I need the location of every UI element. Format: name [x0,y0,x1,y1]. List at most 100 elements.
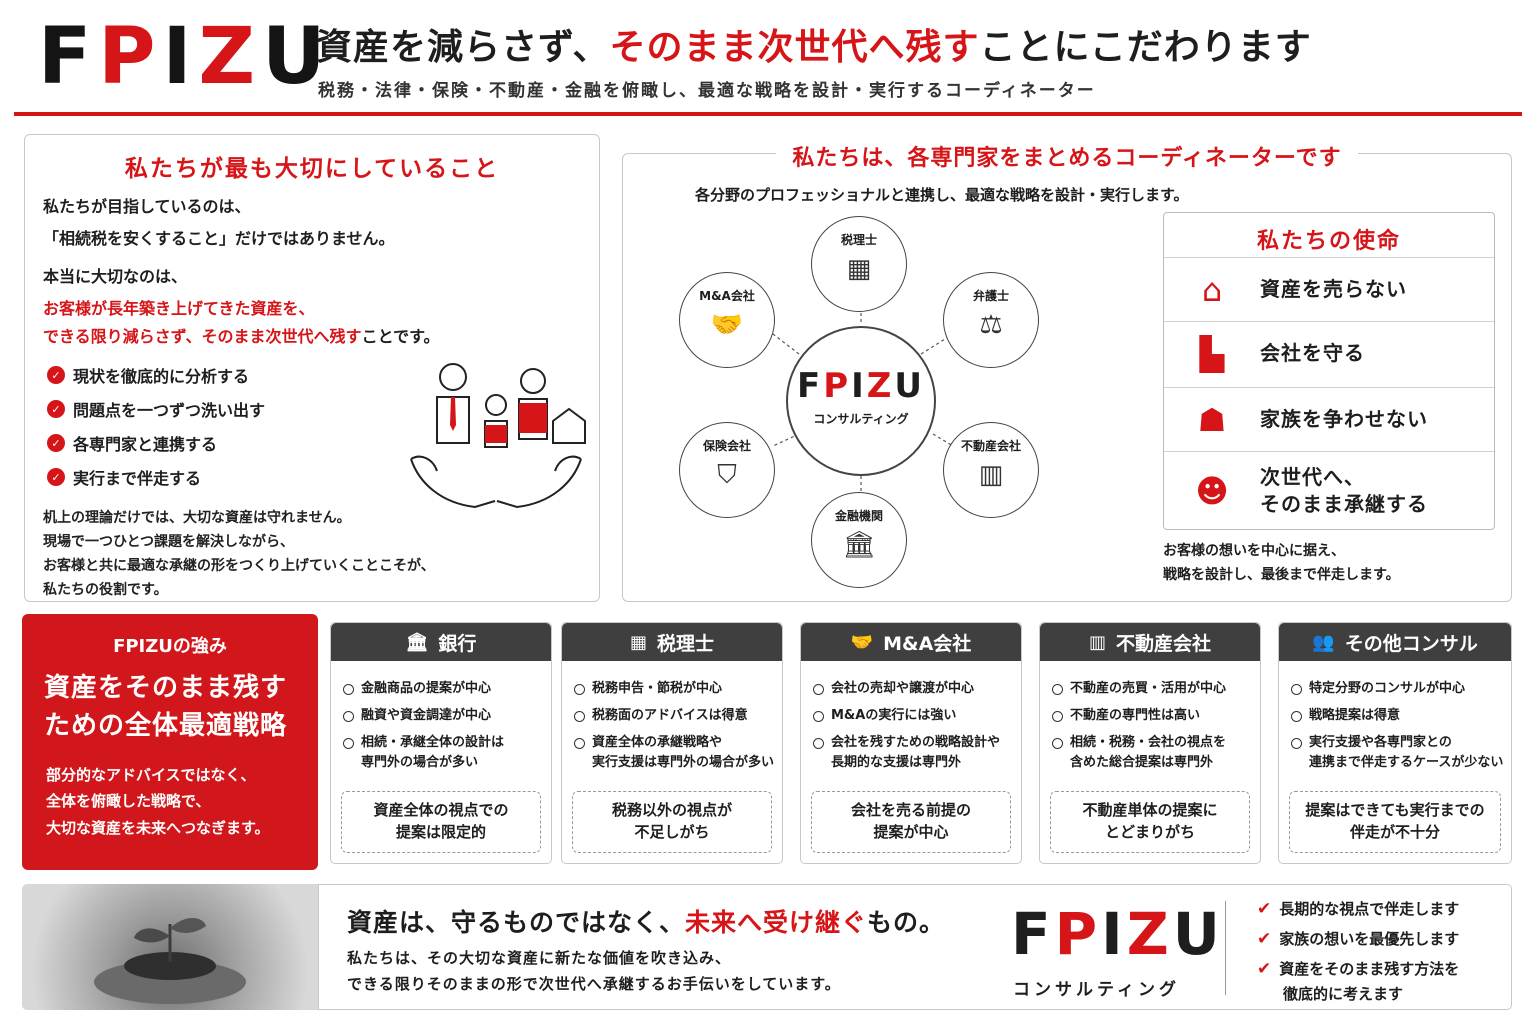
logo-letter: P [823,366,852,406]
values-text: 「相続税を安くすること」だけではありません。 [43,229,395,248]
shield-icon: ⛉ [717,460,737,490]
card-point: 資産全体の承継戦略や実行支援は専門外の場合が多い [574,733,776,775]
card-point-line: 実行支援は専門外の場合が多い [592,755,775,771]
node-label: 弁護士 [972,289,1009,303]
bank-icon: 🏛 [842,530,876,560]
coordinator-footer: 戦略を設計し、最後まで伴走します。 [1163,567,1400,583]
values-closing: 私たちの役割です。 [43,582,168,598]
calculator-icon: ▦ [629,631,647,653]
values-text: 本当に大切なのは、 [43,267,188,286]
card-point-line: 実行支援や各専門家との [1309,734,1452,750]
page-subtagline: 税務・法律・保険・不動産・金融を俯瞰し、最適な戦略を設計・実行するコーディネータ… [318,81,1096,101]
card-point: 融資や資金調達が中心 [343,706,545,727]
card-point: 実行支援や各専門家との連携まで伴走するケースが少ない [1291,733,1505,775]
closing-headline-part: 資産は、守るものではなく、 [347,908,686,937]
node-label: 金融機関 [834,509,883,523]
comparison-card-tax-accountant: ▦税理士 税務申告・節税が中心 税務面のアドバイスは得意 資産全体の承継戦略や実… [561,622,783,864]
mission-line: そのまま承継する [1260,491,1428,516]
mission-label: 次世代へ、そのまま承継する [1260,464,1428,518]
mission-item: ⌂資産を売らない [1164,257,1494,321]
comparison-card-ma-company: 🤝M&A会社 会社の売却や譲渡が中心 M&Aの実行には強い 会社を残すための戦略… [800,622,1022,864]
card-header: 🤝M&A会社 [801,623,1021,661]
card-header: ▥不動産会社 [1040,623,1260,661]
mission-box: 私たちの使命 ⌂資産を売らない ▙会社を守る ☗家族を争わせない ☻次世代へ、そ… [1163,212,1495,530]
check-item: ✓ 現状を徹底的に分析する [47,363,249,387]
closing-check-label: 長期的な視点で伴走します [1279,900,1460,918]
logo-letter: F [1011,900,1055,968]
card-title: 税理士 [657,632,715,655]
tagline-part: 資産を減らさず、 [316,27,610,68]
card-note: 提案はできても実行までの伴走が不十分 [1289,791,1501,853]
checkmark-icon: ✔ [1257,929,1272,949]
strength-headline-line: 資産をそのまま残す [44,673,288,703]
tagline-highlight: そのまま次世代へ残す [609,27,980,68]
card-header: 👥その他コンサル [1279,623,1511,661]
closing-check-item: ✔家族の想いを最優先します [1257,927,1459,953]
card-point-line: 会社を残すための戦略設計や [831,734,1001,750]
note-line: 提案はできても実行までの [1305,801,1485,820]
strength-headline: 資産をそのまま残すための全体最適戦略 [44,670,287,745]
card-points: 特定分野のコンサルが中心 戦略提案は得意 実行支援や各専門家との連携まで伴走する… [1291,679,1505,774]
check-icon: ✓ [47,366,65,384]
card-point: 金融商品の提案が中心 [343,679,545,700]
closing-check-label: 徹底的に考えます [1283,984,1404,1003]
footer-logo: FPIZU [1011,905,1224,963]
seedling-in-hands-photo [22,884,318,1010]
note-line: 会社を売る前提の [850,801,971,820]
check-icon: ✓ [47,400,65,418]
card-point: 不動産の売買・活用が中心 [1052,679,1254,700]
note-line: 資産全体の視点での [373,801,509,820]
card-points: 会社の売却や譲渡が中心 M&Aの実行には強い 会社を残すための戦略設計や長期的な… [813,679,1015,774]
mission-item: ▙会社を守る [1164,321,1494,385]
checkmark-icon: ✔ [1257,899,1272,919]
card-header: ▦ 税理士 [562,623,782,661]
comparison-card-bank: 🏛銀行 金融商品の提案が中心 融資や資金調達が中心 相続・承継全体の設計は専門外… [330,622,552,864]
logo-letter: Z [866,366,895,406]
building-icon: ▥ [1088,631,1106,653]
logo-letter: I [851,366,867,406]
header-divider [14,112,1522,116]
card-note: 資産全体の視点での提案は限定的 [341,791,541,853]
closing-text: できる限りそのままの形で次世代へ承継するお手伝いをしています。 [347,975,841,993]
handshake-icon: 🤝 [710,310,744,340]
card-point: 税務面のアドバイスは得意 [574,706,776,727]
logo-letter: U [262,12,333,102]
brand-logo: FPIZU [38,18,332,96]
values-closing: お客様と共に最適な承継の形をつくり上げていくことこそが、 [43,558,435,574]
logo-letter: P [98,12,163,102]
coordinator-subheading: 各分野のプロフェッショナルと連携し、最適な戦略を設計・実行します。 [695,186,1189,204]
card-point: 相続・承継全体の設計は専門外の場合が多い [343,733,545,775]
card-points: 不動産の売買・活用が中心 不動産の専門性は高い 相続・税務・会社の視点を含めた総… [1052,679,1254,774]
comparison-card-other-consultants: 👥その他コンサル 特定分野のコンサルが中心 戦略提案は得意 実行支援や各専門家と… [1278,622,1512,864]
logo-letter: P [1054,900,1102,968]
network-node-ma-company: M&A会社 🤝 [679,272,775,368]
node-label: 不動産会社 [960,439,1021,453]
logo-letter: U [1172,900,1224,968]
check-label: 現状を徹底的に分析する [73,367,250,386]
strength-body-line: 部分的なアドバイスではなく、 [46,766,256,784]
house-icon: ⌂ [1201,270,1223,309]
strength-body: 部分的なアドバイスではなく、全体を俯瞰した戦略で、大切な資産を未来へつなぎます。 [46,762,270,841]
check-label: 各専門家と連携する [73,435,218,454]
values-highlight: できる限り減らさず、そのまま次世代へ残す [43,327,362,346]
note-line: とどまりがち [1104,823,1195,841]
values-highlight: お客様が長年築き上げてきた資産を、 [43,299,315,318]
card-note: 税務以外の視点が不足しがち [572,791,772,853]
check-label: 実行まで伴走する [73,469,202,488]
strength-box: FPIZUの強み 資産をそのまま残すための全体最適戦略 部分的なアドバイスではな… [22,614,318,870]
mission-label: 会社を守る [1260,341,1365,365]
card-note: 不動産単体の提案にとどまりがち [1050,791,1250,853]
seedling-illustration [94,917,246,1004]
closing-check-item: ✔ 長期的な視点で伴走します [1257,897,1459,923]
logo-letter: Z [1126,900,1173,968]
mission-item: ☻次世代へ、そのまま承継する [1164,451,1494,529]
note-line: 提案が中心 [873,823,949,841]
coordinator-footer: お客様の想いを中心に据え、 [1163,543,1345,559]
logo-letter: U [894,366,926,406]
note-line: 税務以外の視点が [611,801,732,820]
mission-label: 家族を争わせない [1260,407,1428,431]
handshake-icon: 🤝 [850,631,874,653]
bank-icon: 🏛 [405,631,429,653]
check-item: ✓実行まで伴走する [47,465,201,489]
closing-headline: 資産は、守るものではなく、未来へ受け継ぐもの。 [347,903,945,939]
